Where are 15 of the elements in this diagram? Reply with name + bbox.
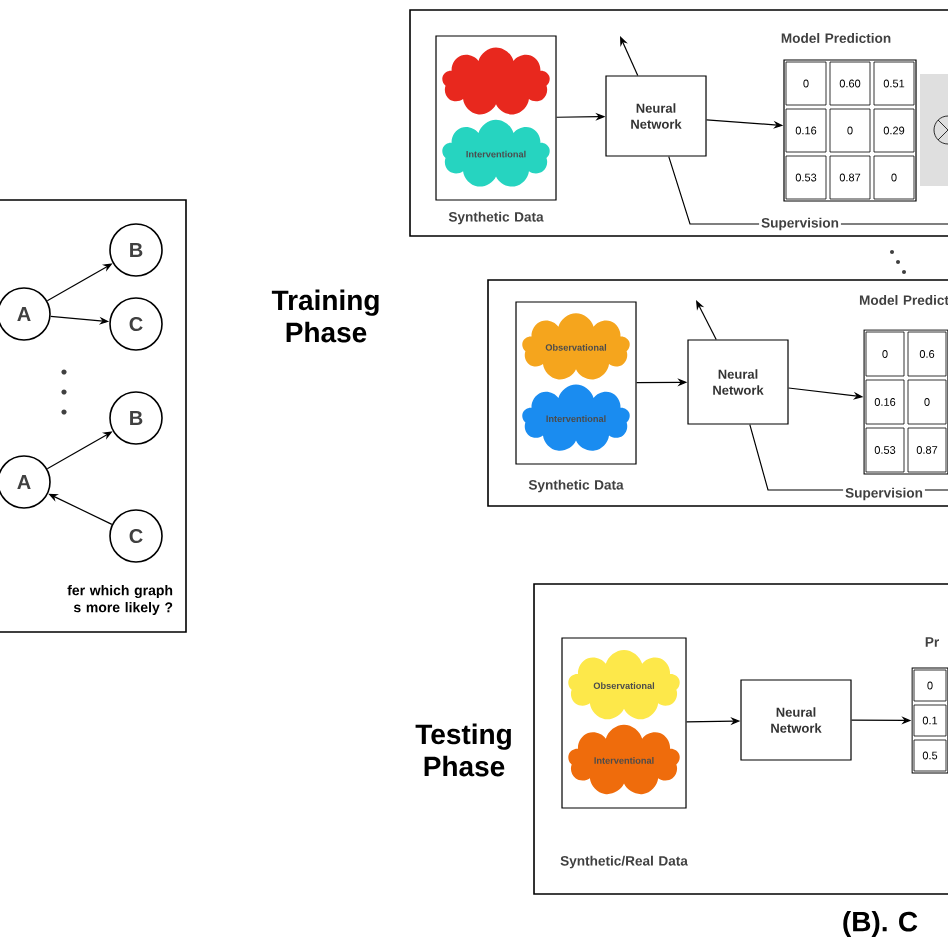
data-cloud	[442, 47, 550, 115]
data-box	[561, 637, 687, 809]
prediction-matrix	[863, 329, 948, 475]
arrow	[696, 300, 717, 340]
phase-label: (B). C	[843, 910, 918, 938]
panel-frame	[487, 279, 948, 507]
panel-frame	[533, 583, 948, 895]
prediction-matrix	[911, 667, 948, 774]
data-box	[515, 301, 637, 465]
panel-frame	[409, 9, 948, 237]
phase-label: Testing Phase	[415, 723, 511, 777]
data-box	[435, 35, 557, 201]
arrow	[620, 36, 639, 76]
prediction-matrix	[783, 59, 917, 202]
phase-label: Training Phase	[271, 289, 379, 343]
